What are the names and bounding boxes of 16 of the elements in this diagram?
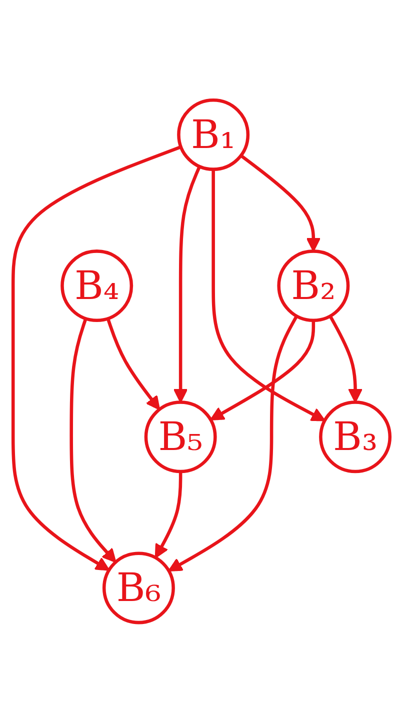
node-circle: B₁: [177, 98, 250, 171]
arrow: [106, 318, 160, 410]
node-circle: B₃: [319, 400, 392, 473]
arrow: [212, 168, 326, 421]
node-circle: B₂: [277, 249, 350, 322]
node-circle: B₆: [102, 551, 175, 624]
arrow: [328, 314, 362, 403]
arrow: [210, 320, 316, 420]
arrow: [11, 145, 182, 570]
node-circle: B₄: [60, 249, 134, 322]
node-circle: B₅: [144, 400, 217, 473]
arrow: [70, 318, 116, 562]
arrow: [168, 314, 298, 572]
arrow: [154, 471, 182, 558]
arrow: [240, 154, 321, 252]
arrow: [173, 165, 202, 403]
